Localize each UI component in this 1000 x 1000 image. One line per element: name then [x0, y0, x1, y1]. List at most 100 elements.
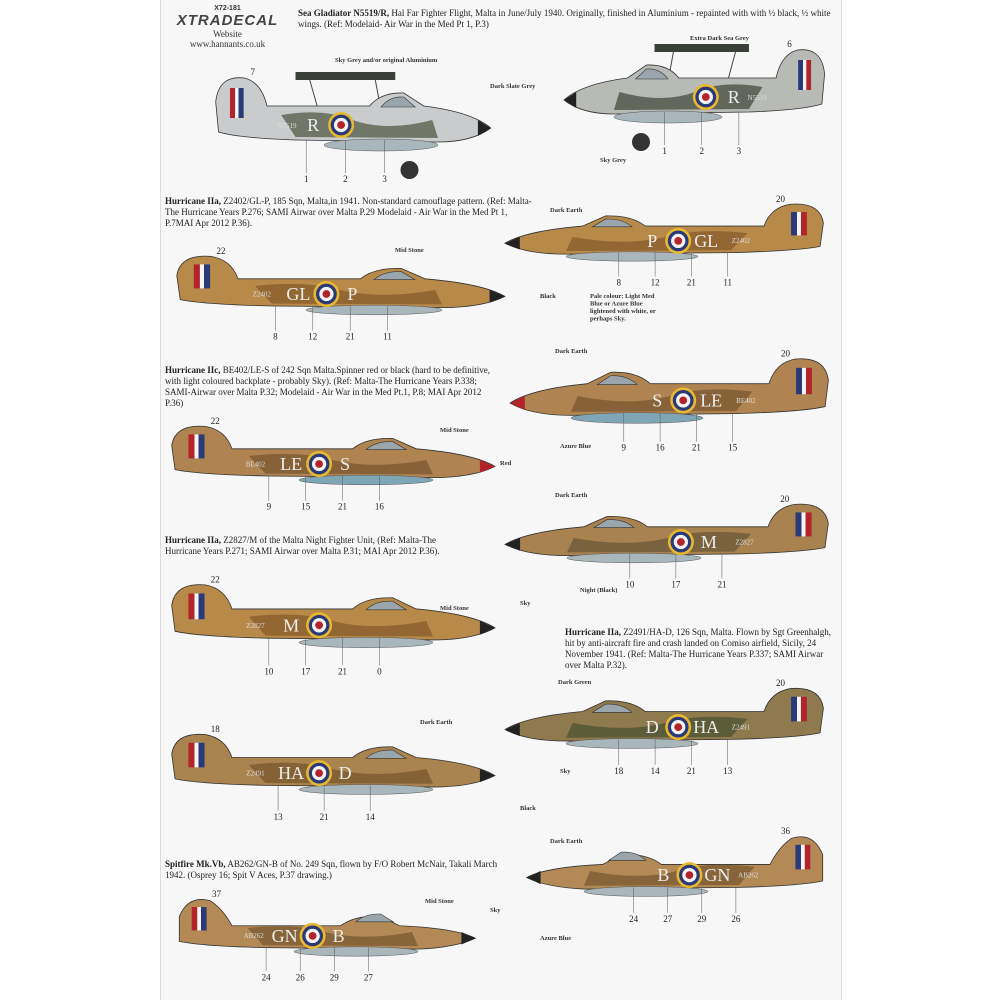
airframe: [510, 359, 828, 424]
description-sea-gladiator: Sea Gladiator N5519/R, Hal Far Fighter F…: [298, 8, 838, 30]
decal-number: 1: [304, 174, 309, 184]
callout-line: Sky: [490, 907, 501, 914]
callout-line: Extra Dark Sea Grey: [690, 35, 750, 42]
decal-number: 37: [212, 889, 222, 899]
callout-line: Night (Black): [580, 587, 617, 594]
description-title: Sea Gladiator N5519/R,: [298, 8, 390, 18]
squadron-code: GN: [704, 865, 730, 885]
fin-flash-blue: [796, 367, 802, 395]
paint-callout: Night (Black): [580, 587, 617, 594]
paint-callout: Mid Stone: [440, 605, 469, 612]
paint-callout: Extra Dark Sea Grey: [690, 35, 750, 42]
description-spitfire-ab262: Spitfire Mk.Vb, AB262/GN-B of No. 249 Sq…: [165, 859, 515, 881]
description-text: AB262/GN-B of No. 249 Sqn, flown by F/O …: [165, 859, 498, 880]
fin-flash-white: [802, 367, 806, 395]
decal-number: 18: [614, 766, 624, 776]
callout-line: Black: [520, 805, 536, 812]
decal-number: 11: [723, 277, 732, 287]
airframe: [564, 44, 825, 123]
fin-flash-white: [235, 88, 239, 118]
fin-flash-red: [804, 844, 811, 870]
decal-number: 21: [346, 332, 355, 342]
fin-flash-blue: [198, 434, 205, 459]
callout-line: perhaps Sky.: [590, 316, 626, 323]
decal-number: 16: [656, 443, 666, 453]
decal-number: 14: [651, 766, 661, 776]
aircraft-letter: B: [333, 926, 345, 946]
camouflage-pattern: [567, 531, 752, 553]
airframe: [172, 585, 495, 648]
fin-flash-white: [801, 844, 805, 870]
fin-flash-white: [797, 696, 801, 722]
spinner: [461, 932, 476, 945]
airframe: [177, 256, 505, 315]
underside-wing: [584, 887, 708, 897]
decal-number: 2: [343, 174, 348, 184]
decal-number: 21: [687, 277, 696, 287]
callout-line: lightened with white, or: [590, 308, 656, 315]
fin-flash-white: [803, 60, 807, 90]
fin-flash-white: [194, 593, 199, 620]
fin-flash-white: [797, 212, 801, 236]
fin-flash-white: [194, 742, 199, 768]
fin-flash-red: [805, 512, 812, 537]
paint-callout: Azure Blue: [560, 443, 591, 450]
callout-line: Sky Grey: [600, 157, 627, 164]
squadron-code: LE: [700, 390, 722, 410]
squadron-code: GL: [694, 231, 718, 251]
decal-number: 20: [780, 494, 790, 504]
paint-callout: Sky Grey and/or original Aluminium: [335, 57, 438, 64]
wing-strut: [727, 52, 735, 82]
airframe: [172, 426, 495, 485]
fin-flash-white: [194, 434, 199, 459]
fuselage-roundel: [308, 932, 317, 940]
description-text: Hal Far Fighter Flight, Malta in June/Ju…: [298, 8, 831, 29]
fin-flash-red: [188, 593, 195, 620]
decal-number: 26: [296, 972, 306, 982]
paint-callout: Dark Earth: [550, 838, 583, 845]
spinner: [504, 723, 520, 737]
aircraft-letter: P: [347, 284, 357, 304]
decal-sheet: [160, 0, 842, 1000]
description-hurricane-be402: Hurricane IIc, BE402/LE-S of 242 Sqn Mal…: [165, 365, 500, 409]
underside-wing: [299, 785, 433, 795]
paint-callout: Black: [520, 805, 536, 812]
callout-line: Mid Stone: [440, 605, 469, 612]
camouflage-pattern: [571, 389, 753, 412]
fin-flash-white: [197, 907, 201, 931]
upper-wing: [654, 44, 749, 52]
fin-flash-red: [188, 742, 195, 768]
decal-number: 12: [308, 332, 317, 342]
paint-callout: Mid Stone: [425, 898, 454, 905]
spinner: [504, 237, 520, 250]
spinner: [479, 460, 495, 473]
serial-number: N5519: [748, 94, 768, 102]
decal-number: 22: [211, 574, 220, 584]
decal-number: 10: [264, 666, 274, 676]
serial-number: Z2402: [732, 237, 751, 245]
website-url[interactable]: www.hannants.co.uk: [189, 39, 266, 49]
description-title: Hurricane IIa,: [565, 627, 621, 637]
airframe: [172, 734, 495, 794]
fin-flash-blue: [791, 212, 797, 236]
callout-line: Dark Earth: [420, 719, 453, 726]
callout-line: Dark Slate Grey: [490, 83, 536, 90]
brand-logo: X72-181 XTRADECAL Website www.hannants.c…: [165, 5, 290, 49]
product-code: X72-181: [214, 5, 241, 12]
underside-wing: [324, 139, 438, 151]
callout-line: Dark Earth: [550, 207, 583, 214]
paint-callout: Sky: [520, 600, 531, 607]
decal-number: 7: [251, 67, 256, 77]
description-text: BE402/LE-S of 242 Sqn Malta.Spinner red …: [165, 365, 490, 408]
paint-callout: Dark Green: [558, 679, 592, 686]
callout-line: Mid Stone: [425, 898, 454, 905]
description-hurricane-z2827: Hurricane IIa, Z2827/M of the Malta Nigh…: [165, 535, 465, 557]
decal-number: 22: [217, 246, 226, 256]
callout-line: Pale colour: Light Med: [590, 293, 655, 300]
canopy: [366, 601, 406, 610]
callout-line: Mid Stone: [395, 247, 424, 254]
